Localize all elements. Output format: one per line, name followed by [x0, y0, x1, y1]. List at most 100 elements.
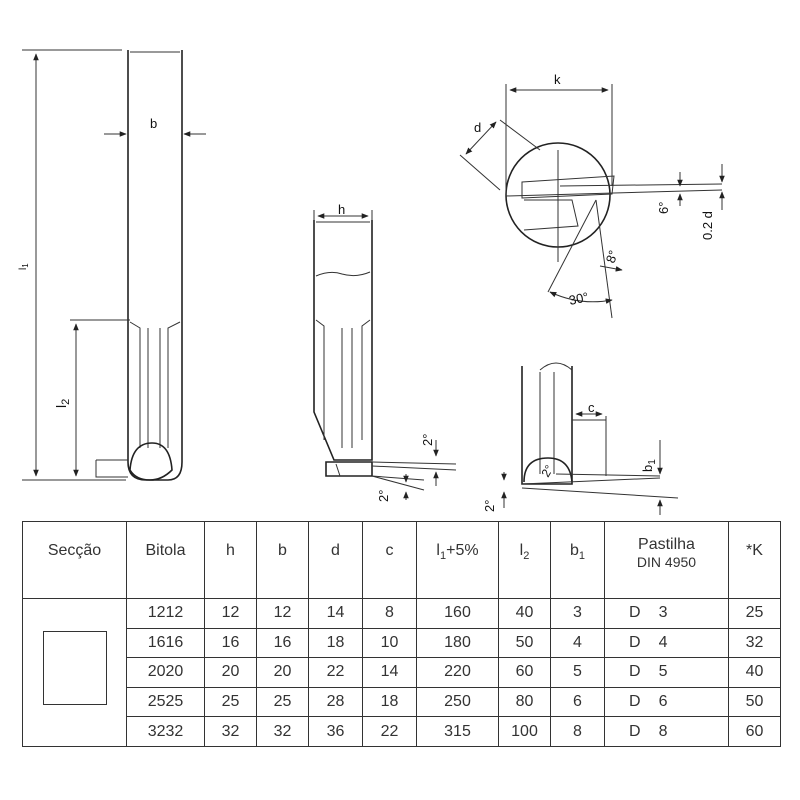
label-angle-2-side-top: 2°: [420, 434, 435, 446]
label-angle-2-side-bottom: 2°: [376, 490, 391, 502]
cell-h: 32: [204, 716, 257, 747]
cell-h: 20: [204, 657, 257, 688]
cell-h: 16: [204, 627, 257, 659]
cell-l1: 180: [416, 627, 499, 659]
cell-b: 16: [256, 627, 309, 659]
cell-b: 20: [256, 657, 309, 688]
dim-h: h: [313, 202, 373, 220]
label-angle-8: 8°: [603, 248, 621, 265]
dim-l1: l1: [18, 49, 126, 481]
insert-detail: [505, 142, 723, 319]
cell-bitola: 2525: [126, 686, 205, 718]
cell-bitola: 3232: [126, 716, 205, 747]
cell-k: 25: [728, 598, 781, 629]
label-0-2-d: 0.2 d: [700, 211, 715, 240]
cell-b1: 3: [550, 598, 605, 629]
detail-2deg: 2° 2°: [482, 462, 556, 512]
tool-top-view: [95, 50, 183, 481]
dim-b1: b1: [640, 440, 663, 515]
cell-d: 14: [308, 598, 363, 629]
cell-b: 25: [256, 686, 309, 718]
cell-bitola: 1616: [126, 627, 205, 659]
cell-k: 32: [728, 627, 781, 659]
cell-c: 8: [362, 598, 417, 629]
cell-b: 12: [256, 598, 309, 629]
cell-b: 32: [256, 716, 309, 747]
dim-k: k: [505, 72, 613, 196]
label-k: k: [554, 72, 561, 87]
cell-bitola: 1212: [126, 598, 205, 629]
cell-d: 36: [308, 716, 363, 747]
cell-k: 40: [728, 657, 781, 688]
cell-b1: 8: [550, 716, 605, 747]
technical-drawing: l1 l2 b h: [18, 49, 725, 515]
label-d: d: [474, 120, 481, 135]
tool-side-view: [313, 220, 457, 491]
table-header-row: Secção Bitola h b d c l1+5% l2 b1 Pastil…: [22, 521, 781, 599]
header-b1: b1: [550, 521, 605, 599]
header-l1: l1+5%: [416, 521, 499, 599]
cell-b1: 5: [550, 657, 605, 688]
cell-l2: 50: [498, 627, 551, 659]
header-h: h: [204, 521, 257, 599]
cell-b1: 4: [550, 627, 605, 659]
label-c: c: [588, 400, 595, 415]
label-angle-2-detail-outer: 2°: [482, 500, 497, 512]
header-l2: l2: [498, 521, 551, 599]
label-b: b: [150, 116, 157, 131]
header-bitola: Bitola: [126, 521, 205, 599]
cell-d: 28: [308, 686, 363, 718]
cell-c: 10: [362, 627, 417, 659]
insert-side-detail: [521, 362, 679, 499]
cell-l1: 160: [416, 598, 499, 629]
header-d: d: [308, 521, 363, 599]
cell-l1: 250: [416, 686, 499, 718]
label-b1: b1: [640, 459, 658, 472]
label-angle-30: 30°: [568, 289, 590, 308]
header-seccao: Secção: [22, 521, 127, 599]
cell-l2: 40: [498, 598, 551, 629]
cell-c: 22: [362, 716, 417, 747]
detail-angles: 6° 0.2 d 8° 30°: [549, 164, 725, 308]
header-k: *K: [728, 521, 781, 599]
cell-c: 18: [362, 686, 417, 718]
cell-d: 18: [308, 627, 363, 659]
label-angle-6: 6°: [656, 202, 671, 214]
cell-c: 14: [362, 657, 417, 688]
label-l2: l2: [53, 399, 72, 408]
label-l1: l1: [18, 263, 30, 270]
cell-h: 25: [204, 686, 257, 718]
dim-c: c: [575, 400, 603, 417]
section-square-cell: [22, 598, 127, 747]
label-h: h: [338, 202, 345, 217]
dim-d: d: [459, 119, 541, 191]
cell-l1: 315: [416, 716, 499, 747]
cell-l2: 60: [498, 657, 551, 688]
cell-k: 60: [728, 716, 781, 747]
dim-l2: l2: [53, 319, 130, 477]
cell-bitola: 2020: [126, 657, 205, 688]
header-c: c: [362, 521, 417, 599]
cell-k: 50: [728, 686, 781, 718]
header-b: b: [256, 521, 309, 599]
cell-l1: 220: [416, 657, 499, 688]
dim-b: b: [104, 116, 206, 137]
cell-h: 12: [204, 598, 257, 629]
specification-table: Secção Bitola h b d c l1+5% l2 b1 Pastil…: [22, 521, 781, 747]
side-angles: 2° 2°: [376, 434, 439, 502]
cell-l2: 100: [498, 716, 551, 747]
cell-d: 22: [308, 657, 363, 688]
square-section-icon: [42, 630, 107, 705]
cell-b1: 6: [550, 686, 605, 718]
